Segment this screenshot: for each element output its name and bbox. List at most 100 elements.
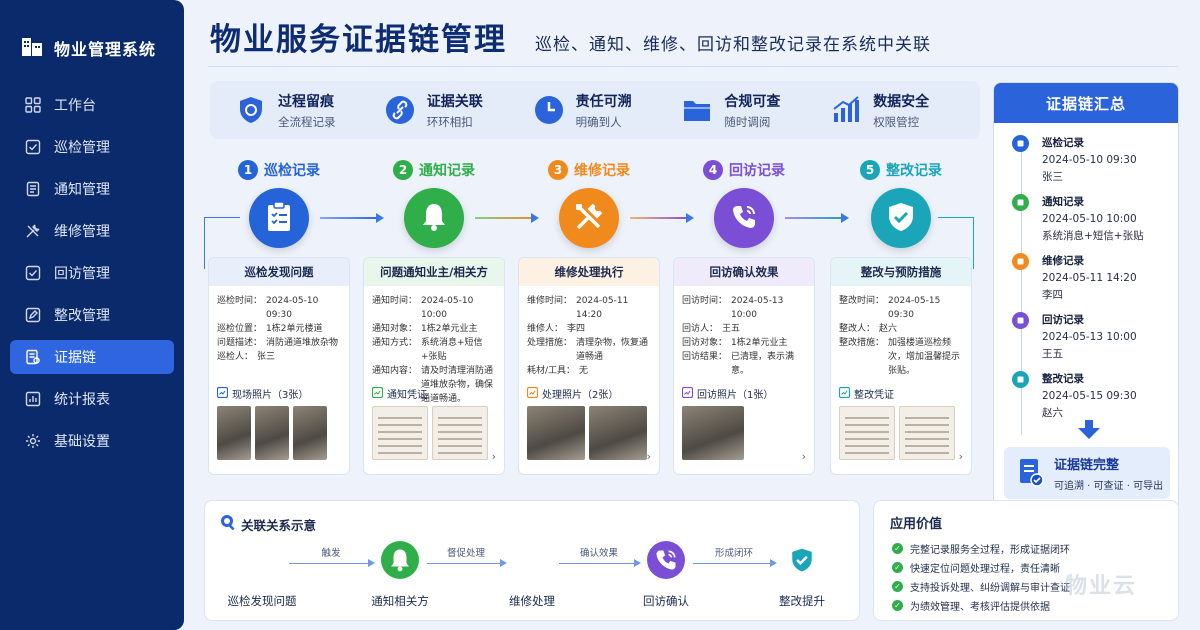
value-item-3: ✓为绩效管理、考核评估提供依据 [892,596,1070,615]
sidebar-item-label: 巡检管理 [54,140,110,156]
document-check-icon [1018,457,1044,490]
relation-node-label: 整改提升 [779,594,825,608]
relation-node-3[interactable]: 回访确认 [621,541,711,609]
main-content: 物业服务证据链管理 巡检、通知、维修、回访和整改记录在系统中关联 过程留痕全流程… [196,0,1200,630]
feature-0: 过程留痕全流程记录 [236,91,385,130]
photo-label[interactable]: 整改凭证 [838,386,894,401]
feature-text: 合规可查随时调阅 [724,91,780,130]
sidebar-item-3[interactable]: 维修管理 [10,214,174,248]
photo-label-text: 回访照片（1张） [697,390,774,401]
bell-circle[interactable] [404,188,464,248]
chevron-right-icon[interactable]: › [646,450,651,463]
row-key: 回访人： [682,324,719,334]
sidebar-item-7[interactable]: 统计报表 [10,382,174,416]
photo-thumbnail[interactable] [682,406,744,460]
relation-arrow-label: 确认效果 [579,548,618,559]
relation-arrow-3 [693,559,777,567]
relation-node-0[interactable]: 巡检发现问题 [217,541,307,609]
chevron-right-icon[interactable]: › [491,450,496,463]
phone-icon [729,202,759,235]
photo-label[interactable]: 处理照片（2张） [526,386,618,401]
chevron-right-icon[interactable]: › [958,450,963,463]
photo-label[interactable]: 回访照片（1张） [681,386,774,401]
document-thumbnail[interactable] [839,406,895,460]
clipboard-circle[interactable] [249,188,309,248]
relation-arrow-label: 触发 [321,548,341,559]
step-number: 1 [238,160,258,180]
photo-thumbnail[interactable] [217,406,251,460]
relation-node-2[interactable]: 维修处理 [487,541,577,609]
magnifier-icon [219,513,237,534]
step-title-label: 通知记录 [419,163,475,179]
evidence-complete-box[interactable]: 证据链完整 可追溯 · 可查证 · 可导出 [1004,447,1170,499]
connector-right [973,217,974,269]
row-key: 回访时间： [682,296,728,306]
sidebar-item-6[interactable]: 证据链 [10,340,174,374]
photo-thumbnail[interactable] [527,406,585,460]
thumbnails [217,406,327,460]
value-item-text: 完整记录服务全过程，形成证据闭环 [910,545,1070,556]
step-arrow-1 [320,213,384,223]
relation-arrow-2 [559,559,641,567]
sidebar-item-label: 通知管理 [54,182,110,198]
timeline-time: 2024-05-10 09:30 [1042,154,1137,166]
row-value: 李四 [567,324,586,334]
relation-node-1[interactable]: 通知相关方 [355,541,445,609]
document-thumbnail[interactable] [432,406,488,460]
sidebar-item-0[interactable]: 工作台 [10,88,174,122]
card-row: 维修人：李四 [527,322,653,336]
chevron-right-icon[interactable]: › [801,450,806,463]
check-icon: ✓ [892,543,903,554]
sidebar-item-2[interactable]: 通知管理 [10,172,174,206]
grid-icon [24,96,42,114]
row-value: 2024-05-10 10:00 [421,296,474,320]
card-row: 维修时间：2024-05-11 14:20 [527,294,653,322]
bell-icon [381,541,419,579]
phone-circle[interactable] [714,188,774,248]
relation-arrow-label: 形成闭环 [714,548,753,559]
sidebar-item-4[interactable]: 回访管理 [10,256,174,290]
shield-check-circle[interactable] [871,188,931,248]
row-key: 巡检人： [217,352,254,362]
sidebar-item-8[interactable]: 基础设置 [10,424,174,458]
sidebar-item-5[interactable]: 整改管理 [10,298,174,332]
photo-label[interactable]: 通知凭证 [371,386,427,401]
sidebar-item-1[interactable]: 巡检管理 [10,130,174,164]
bell-icon [1012,194,1029,211]
photo-thumbnail[interactable] [255,406,289,460]
photo-label[interactable]: 现场照片（3张） [216,386,308,401]
timeline-name: 回访记录 [1042,314,1084,326]
document-thumbnail[interactable] [372,406,428,460]
card-row: 回访结果：已清理，表示满意。 [682,350,808,378]
tools-circle[interactable] [559,188,619,248]
feature-text: 责任可溯明确到人 [576,91,632,130]
row-value: 1栋2单元楼道 [266,324,323,334]
photo-thumbnail[interactable] [589,406,647,460]
row-key: 通知时间： [372,296,418,306]
relation-node-4[interactable]: 整改提升 [757,541,847,609]
row-value: 赵六 [879,324,898,334]
value-item-text: 为绩效管理、考核评估提供依据 [910,602,1050,613]
sidebar-brand[interactable]: 物业管理系统 [0,0,184,74]
photo-thumbnail[interactable] [293,406,327,460]
row-key: 处理措施： [527,338,573,348]
page-header: 物业服务证据链管理 巡检、通知、维修、回访和整改记录在系统中关联 [210,14,931,59]
timeline-time: 2024-05-15 09:30 [1042,390,1137,402]
document-thumbnail[interactable] [899,406,955,460]
value-item-text: 支持投诉处理、纠纷调解与审计查证 [910,583,1070,594]
thumbnails [682,406,744,460]
